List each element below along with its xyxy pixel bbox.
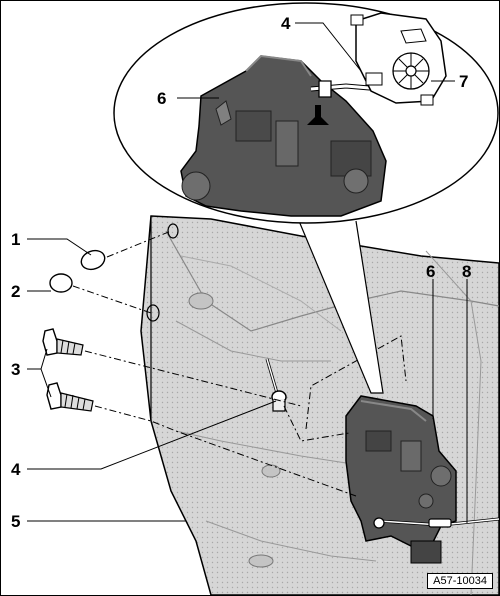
detail-magnification	[113, 2, 499, 394]
callout-8: 8	[462, 262, 471, 281]
callout-3: 3	[11, 360, 20, 379]
assembly-guide-lines	[72, 230, 407, 497]
screw-lower	[46, 382, 94, 412]
screw-upper	[42, 328, 84, 356]
door-inner-panel	[140, 215, 499, 595]
door-lock-unit	[345, 395, 499, 564]
detail-lock-unit	[180, 54, 387, 217]
callout-7: 7	[459, 72, 468, 91]
fastener-parts	[42, 223, 179, 412]
callout-6-lower: 6	[426, 262, 435, 281]
callout-1: 1	[11, 230, 20, 249]
callout-6-detail: 6	[157, 89, 166, 108]
direction-arrow-icon	[307, 105, 329, 125]
callout-2: 2	[11, 282, 20, 301]
callout-4-detail: 4	[281, 14, 291, 33]
callout-4-lower: 4	[11, 460, 21, 479]
leader-lines	[27, 22, 468, 523]
figure-reference-label: A57-10034	[427, 573, 493, 589]
callout-5: 5	[11, 512, 20, 531]
detail-window-regulator	[350, 12, 447, 106]
